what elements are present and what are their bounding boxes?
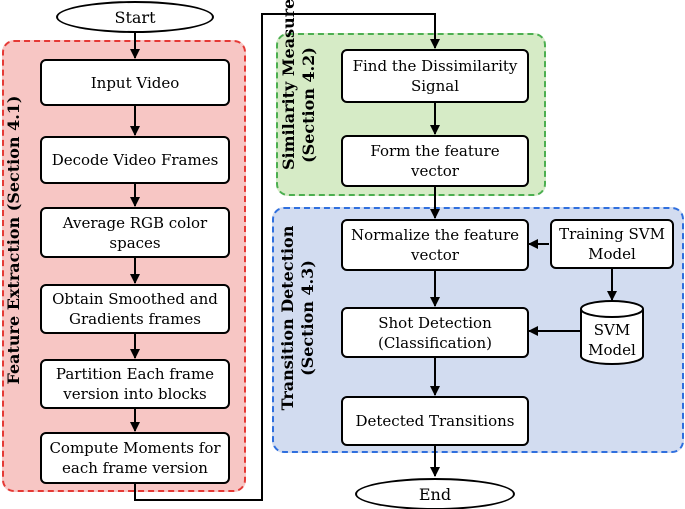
input-video-box: Input Video (40, 59, 230, 106)
training-svm-model-box: Training SVM Model (550, 219, 674, 269)
smoothed-gradients-text-2: Gradients frames (69, 310, 201, 328)
dissimilarity-signal-text-1: Find the Dissimilarity (352, 57, 518, 75)
compute-moments-text-2: each frame version (62, 459, 208, 477)
compute-moments-text-1: Compute Moments for (49, 439, 221, 457)
partition-blocks-text-1: Partition Each frame (55, 365, 215, 383)
shot-detection-text-1: Shot Detection (378, 313, 492, 332)
average-rgb-box: Average RGB color spaces (40, 207, 230, 258)
partition-blocks-text-2: version into blocks (63, 385, 207, 403)
decode-video-frames-text: Decode Video Frames (51, 151, 219, 169)
smoothed-gradients-text-1: Obtain Smoothed and (52, 290, 218, 308)
feature-extraction-region (2, 40, 246, 492)
average-rgb-text-1: Average RGB color (62, 213, 208, 232)
normalize-text-2: vector (411, 246, 459, 264)
decode-video-frames-box: Decode Video Frames (40, 136, 230, 184)
partition-blocks-box: Partition Each frame version into blocks (40, 359, 230, 409)
end-terminal: End (355, 478, 515, 509)
input-video-text: Input Video (90, 73, 180, 92)
normalize-text-1: Normalize the feature (350, 226, 520, 244)
svm-model-text-2: Model (588, 341, 636, 359)
form-feature-vector-text-2: vector (411, 162, 459, 180)
normalize-feature-vector-box: Normalize the feature vector (341, 219, 529, 271)
compute-moments-box: Compute Moments for each frame version (40, 432, 230, 484)
form-feature-vector-box: Form the feature vector (341, 135, 529, 187)
dissimilarity-signal-text-2: Signal (410, 77, 460, 95)
smoothed-gradients-box: Obtain Smoothed and Gradients frames (40, 284, 230, 334)
form-feature-vector-text-1: Form the feature (370, 142, 500, 160)
training-svm-text-2: Model (588, 245, 636, 263)
svm-model-text-1: SVM (593, 321, 631, 339)
average-rgb-text-2: spaces (109, 233, 161, 252)
shot-detection-box: Shot Detection (Classification) (341, 307, 529, 358)
detected-transitions-text: Detected Transitions (355, 412, 515, 430)
shot-detection-text-2: (Classification) (378, 333, 492, 352)
end-label: End (418, 484, 452, 504)
svm-model-cylinder (580, 300, 644, 365)
dissimilarity-signal-box: Find the Dissimilarity Signal (341, 49, 529, 103)
svm-model-text: SVM Model (581, 318, 643, 362)
training-svm-text-1: Training SVM (559, 225, 665, 243)
start-terminal: Start (56, 1, 214, 33)
start-label: Start (114, 7, 156, 27)
detected-transitions-box: Detected Transitions (341, 396, 529, 446)
